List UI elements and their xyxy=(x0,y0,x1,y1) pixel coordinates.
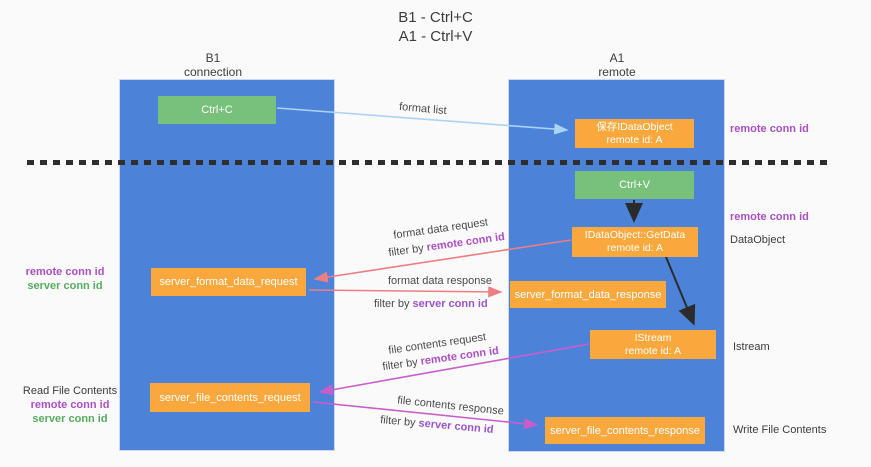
server-file-contents-request-node: server_file_contents_request xyxy=(150,383,310,412)
idataobject-getdata-line2: remote id: A xyxy=(606,242,664,254)
lane-a1-name: A1 xyxy=(609,51,625,65)
server-format-data-request-node: server_format_data_request xyxy=(151,268,306,296)
server-file-contents-response-node: server_file_contents_response xyxy=(545,417,705,444)
remote-conn-id-annotation-top: remote conn id xyxy=(730,123,809,135)
diagram-title-line2: A1 - Ctrl+V xyxy=(398,28,473,45)
lane-a1-role: remote xyxy=(598,65,636,79)
filter-by-text-4: filter by xyxy=(379,414,417,430)
istream-annotation: Istream xyxy=(733,341,770,353)
istream-line1: IStream xyxy=(634,331,672,344)
lane-b1-role: connection xyxy=(183,65,243,79)
save-idataobject-line1: 保存IDataObject xyxy=(596,120,673,133)
remote-conn-id-annotation-bottom: remote conn id xyxy=(30,399,110,411)
save-idataobject-line2: remote id: A xyxy=(606,133,663,146)
server-conn-id-accent-2: server conn id xyxy=(418,417,494,436)
read-file-contents-annotation: Read File Contents xyxy=(22,385,118,397)
server-conn-id-accent-1: server conn id xyxy=(412,298,488,310)
server-file-contents-request-label: server_file_contents_request xyxy=(159,391,301,404)
server-conn-id-annotation-bottom: server conn id xyxy=(32,413,108,425)
server-format-data-response-node: server_format_data_response xyxy=(510,281,666,308)
idataobject-getdata-node: IDataObject::GetData remote id: A xyxy=(572,227,698,257)
filter-by-text-2: filter by xyxy=(374,298,410,310)
filter-by-text-1: filter by xyxy=(387,242,425,260)
file-contents-response-label: file contents response xyxy=(396,394,505,418)
istream-node: IStream remote id: A xyxy=(590,330,716,359)
filter-by-text-3: filter by xyxy=(381,356,419,374)
lane-header-b1: B1 connection xyxy=(163,51,263,79)
istream-line2: remote id: A xyxy=(624,344,682,357)
ctrl-v-node: Ctrl+V xyxy=(575,171,694,199)
idataobject-getdata-line1: IDataObject::GetData xyxy=(584,229,686,241)
diagram-title-line1: B1 - Ctrl+C xyxy=(398,9,473,26)
format-data-response-label: format data response xyxy=(388,275,492,287)
save-idataobject-node: 保存IDataObject remote id: A xyxy=(575,119,694,148)
lane-b1-name: B1 xyxy=(205,51,221,65)
ctrl-v-label: Ctrl+V xyxy=(619,179,650,191)
server-format-data-request-label: server_format_data_request xyxy=(159,276,298,288)
dataobject-annotation: DataObject xyxy=(730,234,786,246)
server-file-contents-response-label: server_file_contents_response xyxy=(550,424,700,437)
diagram-title: B1 - Ctrl+C A1 - Ctrl+V xyxy=(0,8,871,46)
lane-header-a1: A1 remote xyxy=(567,51,667,79)
remote-conn-id-annotation-mid: remote conn id xyxy=(730,211,809,223)
write-file-contents-annotation: Write File Contents xyxy=(733,424,827,436)
server-format-data-response-label: server_format_data_response xyxy=(514,288,662,301)
format-data-response-arrow xyxy=(308,286,503,298)
read-file-contents-annotation-group: Read File Contents remote conn id server… xyxy=(15,384,125,426)
left-conn-id-annotation-group: remote conn id server conn id xyxy=(15,265,115,293)
ctrl-c-label: Ctrl+C xyxy=(201,104,233,116)
dashed-separator-line xyxy=(27,160,833,165)
remote-conn-id-annotation-left: remote conn id xyxy=(25,266,105,278)
format-list-label: format list xyxy=(398,100,448,118)
ctrl-c-node: Ctrl+C xyxy=(158,96,276,124)
server-conn-id-annotation-left: server conn id xyxy=(27,280,103,292)
